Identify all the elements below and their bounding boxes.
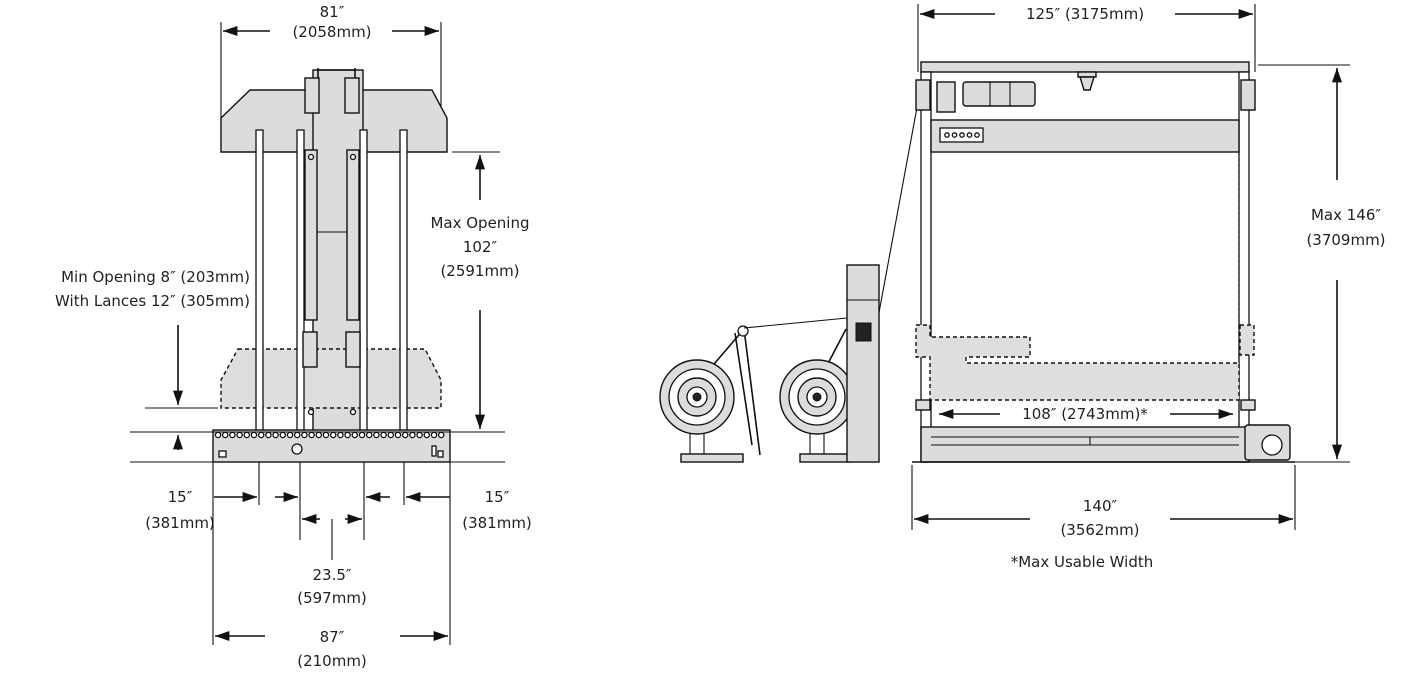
- base-hole: [308, 431, 315, 439]
- center-spacing-mm: (597mm): [297, 589, 367, 607]
- max-opening-mm: (2591mm): [440, 262, 519, 280]
- base-hole: [236, 431, 243, 439]
- base-hole: [279, 431, 287, 439]
- rod: [255, 129, 264, 456]
- base-hole: [387, 431, 395, 439]
- control-panel-button: [966, 132, 973, 138]
- base-hole: [301, 431, 308, 439]
- base-hole: [250, 431, 258, 439]
- base-hole: [401, 431, 409, 439]
- rod: [359, 129, 368, 456]
- strap-reel-right: [779, 328, 855, 463]
- right-spacing-inch: 15″: [485, 488, 510, 506]
- base-hole: [337, 431, 344, 439]
- base-hole: [329, 431, 337, 439]
- front-view: 81″ (2058mm) Max Opening 102″ (2591mm) M…: [55, 3, 532, 670]
- base-hole: [394, 431, 402, 439]
- top-beam: [920, 61, 1250, 73]
- base-hole: [286, 431, 294, 439]
- base-hole: [243, 431, 251, 439]
- max-height-inch: Max 146″: [1311, 206, 1381, 224]
- left-spacing-inch: 15″: [168, 488, 193, 506]
- base-hole: [430, 431, 438, 439]
- top-width-mm: (2058mm): [292, 23, 371, 41]
- usable-width-footnote: *Max Usable Width: [1011, 553, 1154, 571]
- usable-width: 108″ (2743mm)*: [1022, 405, 1148, 423]
- base-hole: [221, 431, 229, 439]
- overall-width-mm: (3562mm): [1060, 521, 1139, 539]
- strap-reel-left: [659, 325, 761, 463]
- rod: [399, 129, 408, 456]
- base-hole: [315, 431, 323, 439]
- control-panel-button: [974, 132, 980, 138]
- base-hole: [416, 431, 423, 439]
- base-hole: [344, 431, 351, 439]
- base-width-mm: (210mm): [297, 652, 367, 670]
- left-spacing-mm: (381mm): [145, 514, 215, 532]
- max-opening-inch: 102″: [463, 238, 498, 256]
- base-hole: [293, 431, 301, 439]
- base-hole: [373, 431, 380, 439]
- base-hole: [257, 431, 265, 439]
- side-top-width: 125″ (3175mm): [1026, 5, 1144, 23]
- control-panel-button: [959, 132, 965, 138]
- side-view: 125″ (3175mm) Max 146″ (3709mm) 108″ (27…: [659, 4, 1386, 571]
- base-hole: [409, 431, 416, 439]
- base-hole: [322, 431, 330, 439]
- base-hole: [229, 431, 236, 439]
- min-opening-line1: Min Opening 8″ (203mm): [61, 268, 250, 286]
- base-hole: [265, 431, 272, 439]
- lowered-platen: [220, 348, 442, 409]
- center-spacing-inch: 23.5″: [312, 566, 351, 584]
- base-hole: [214, 431, 222, 439]
- rod: [296, 129, 305, 456]
- control-panel-button: [944, 132, 950, 138]
- max-opening-title: Max Opening: [430, 214, 529, 232]
- max-height-mm: (3709mm): [1306, 231, 1385, 249]
- overall-width-inch: 140″: [1083, 497, 1118, 515]
- min-opening-line2: With Lances 12″ (305mm): [55, 292, 250, 310]
- base-hole: [358, 431, 366, 439]
- base-width-inch: 87″: [320, 628, 345, 646]
- base-hole: [380, 431, 387, 439]
- base-hole: [365, 431, 373, 439]
- motor: [962, 81, 1036, 107]
- base-hole: [437, 431, 445, 439]
- control-cabinet: [846, 264, 880, 463]
- top-width-inch: 81″: [320, 3, 345, 21]
- control-panel-button: [951, 132, 958, 138]
- base-hole: [423, 431, 431, 439]
- right-spacing-mm: (381mm): [462, 514, 532, 532]
- base-hole: [351, 431, 359, 439]
- base-hole: [272, 431, 279, 439]
- lowered-platen-side: [915, 324, 1240, 401]
